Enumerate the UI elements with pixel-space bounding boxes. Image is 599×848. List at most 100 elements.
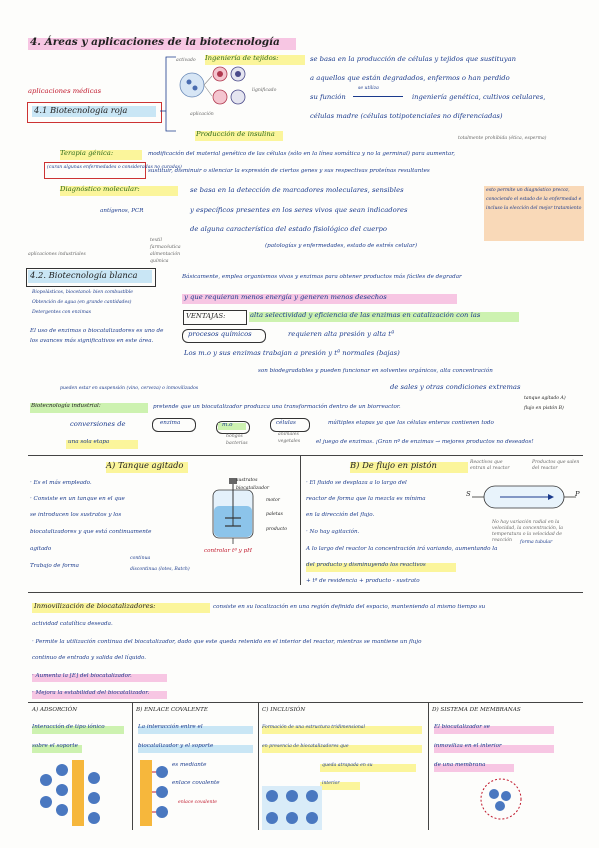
celulas-label: células — [276, 420, 296, 426]
ind-item-alimentacion: alimentación — [150, 252, 181, 257]
piston-note: No hay variación radial en la velocidad,… — [492, 520, 564, 543]
diag-sub: antígenos, PCR — [100, 208, 144, 214]
tanque-line-2: · Consiste en un tanque en el que — [30, 496, 125, 502]
conv-text-1: múltiples etapas ya que las células ente… — [328, 420, 494, 426]
apps-medicas-label: aplicaciones médicas — [28, 87, 102, 95]
inmov-top-line — [28, 592, 583, 593]
ind-item-quimica: química — [150, 259, 169, 264]
tanque-line-5: agitado — [30, 546, 52, 552]
method-a-title: A) ADSORCIÓN — [32, 707, 78, 713]
diag-text-3: de alguna característica del estado fisi… — [190, 225, 387, 233]
piston-reactor-icon — [472, 485, 576, 509]
forma-tubular: forma tubular — [520, 540, 553, 545]
terapia-label: Terapia génica: — [60, 149, 114, 157]
ingenieria-text-4: ingeniería genética, cultivos celulares, — [412, 93, 546, 101]
flujo-line-3: en la dirección del flujo. — [306, 512, 375, 518]
diag-text-4: (patologías y enfermedades, estado de es… — [265, 243, 418, 249]
sub-mo-hongos: hongos — [226, 434, 243, 439]
flujo-line-7: + tª de residencia + producto - sustrato — [306, 578, 420, 584]
piston-label-in: Reactivos que entran al reactor — [470, 460, 510, 471]
sub-cel-animales: animales — [278, 432, 299, 437]
flujo-line-5: A lo largo del reactor la concentración … — [306, 546, 498, 552]
industrial-label: Biotecnología industrial: — [31, 403, 101, 409]
tank-reactor-icon — [212, 478, 254, 544]
blanca-side-2: Obtención de agua (en grande cantidades) — [32, 300, 132, 305]
ind-item-textil: textil — [150, 238, 162, 243]
inmov-heading: Inmovilización de biocatalizadores: — [34, 602, 156, 610]
terapia-side-note: (curan algunas enfermedades o considerad… — [47, 165, 182, 170]
blanca-side-3: Detergentes con enzimas — [32, 310, 91, 315]
basic-text-1: Básicamente, emplea organismos vivos y e… — [182, 274, 462, 280]
method-b-line-2: biocatalizador y el soporte — [138, 743, 214, 749]
blanca-side-1: Biopolásticos, biocetanol: bien combusti… — [32, 290, 134, 295]
method-c-line-2: en presencia de biocatalizadores que — [262, 744, 349, 749]
fig-label-lignificado: lignificado — [252, 88, 277, 93]
method-a-line-1: Interacción de tipo iónico — [32, 724, 105, 730]
piston-label-p: P — [575, 490, 580, 498]
method-b-line-3: es mediante — [172, 762, 207, 768]
inmov-text-2: actividad catalítica deseada. — [32, 621, 113, 627]
tissue-figure — [172, 52, 292, 122]
mo-box — [216, 421, 250, 434]
membrana-figure — [480, 778, 522, 820]
industriales-label: aplicaciones industriales — [28, 252, 86, 257]
tanque-heading: A) Tanque agitado — [106, 460, 184, 470]
ventajas-box — [183, 310, 247, 325]
method-d-line-2: inmoviliza en el interior — [434, 743, 502, 749]
basic-text-2: y que requieran menos energía y generen … — [184, 293, 387, 301]
procesos-label: procesos químicos — [188, 330, 252, 338]
table-top-line — [28, 455, 583, 456]
fig-label-aplicacion: aplicación — [190, 112, 214, 117]
method-b-title: B) ENLACE COVALENTE — [136, 707, 208, 713]
inmov-bullet-1: · Permite la utilización continua del bi… — [32, 639, 422, 645]
blanca-heading: 4.2. Biotecnología blanca — [30, 270, 138, 280]
ingenieria-text-2: a aquellos que están degradados, enfermo… — [310, 74, 510, 82]
diag-note: esto permite un diagnóstico precoz, cono… — [486, 188, 582, 211]
ingenieria-label: Ingeniería de tejidos: — [205, 54, 279, 62]
method-d-title: D) SISTEMA DE MEMBRANAS — [432, 707, 521, 713]
terapia-text-1: modificación del material genético de la… — [148, 151, 456, 157]
biodeg-text-1: son biodegradables y pueden funcionar en… — [258, 368, 493, 374]
biodeg-text-2: de sales y otras condiciones extremas — [390, 383, 521, 391]
celulas-box — [270, 418, 310, 432]
roja-bracket — [160, 56, 176, 132]
conversiones-label: conversiones de — [70, 420, 126, 428]
terapia-note: totalmente prohibida (ética, esperma) — [458, 136, 547, 141]
ingenieria-text-5: células madre (células totipotenciales n… — [310, 112, 503, 120]
tank-label-biocatalizador: biocatalizador — [236, 486, 270, 491]
tanque-line-4: biocatalizadores y que está continuament… — [30, 529, 152, 535]
methods-div-3 — [428, 702, 429, 830]
tanque-line-1: · Es el más empleado. — [30, 480, 92, 486]
tanque-line-3: se introducen los sustratos y los — [30, 512, 122, 518]
insulina-label: Producción de insulina — [196, 130, 275, 138]
inmov-bullet-1b: continuo de entrada y salida del líquido… — [32, 655, 147, 661]
una-etapa: una sola etapa — [68, 439, 110, 445]
sub-mo-bacterias: bacterias — [226, 441, 248, 446]
flujo-line-1: · El fluido se desplaza a lo largo del — [306, 480, 407, 486]
tank-label-paletas: paletas — [266, 512, 283, 517]
roja-heading-box — [27, 102, 162, 123]
diag-text-2: y específicos presentes en los seres viv… — [190, 206, 408, 214]
diagnostico-label: Diagnóstico molecular: — [60, 185, 140, 193]
blanca-heading-box — [26, 268, 156, 287]
sub-cel-vegetales: vegetales — [278, 439, 301, 444]
ind-item-farmaceutica: farmacéutica — [150, 245, 181, 250]
method-d-line-3: de una membrana — [434, 762, 486, 768]
tank-label-producto: producto — [266, 527, 287, 532]
suspension-text: pueden estar en suspensión (vino, cervez… — [60, 386, 199, 391]
tanque-trabajo: Trabajo de forma — [30, 563, 79, 569]
methods-div-1 — [132, 702, 133, 830]
blanca-side-note: El uso de enzimas o biocatalizadores es … — [30, 328, 164, 344]
ingenieria-text-3: su función — [310, 93, 346, 101]
method-c-line-4: interior — [322, 781, 340, 786]
flujo-heading: B) De flujo en pistón — [350, 460, 437, 470]
method-c-line-3: queda atrapada en su — [322, 763, 373, 768]
inmov-bullet-2: · Aumenta la [E] del biocatalizador. — [32, 673, 132, 679]
piston-label-s: S — [466, 490, 471, 498]
adsorcion-figure — [40, 760, 100, 826]
tank-control-note: controlar tª y pH — [204, 548, 253, 554]
diag-text-1: se basa en la detección de marcadores mo… — [190, 186, 404, 194]
enzima-label: enzima — [160, 420, 181, 426]
procesos-text: requieren alta presión y alta tª — [288, 330, 395, 338]
method-d-line-1: El biocatalizador se — [434, 724, 490, 730]
